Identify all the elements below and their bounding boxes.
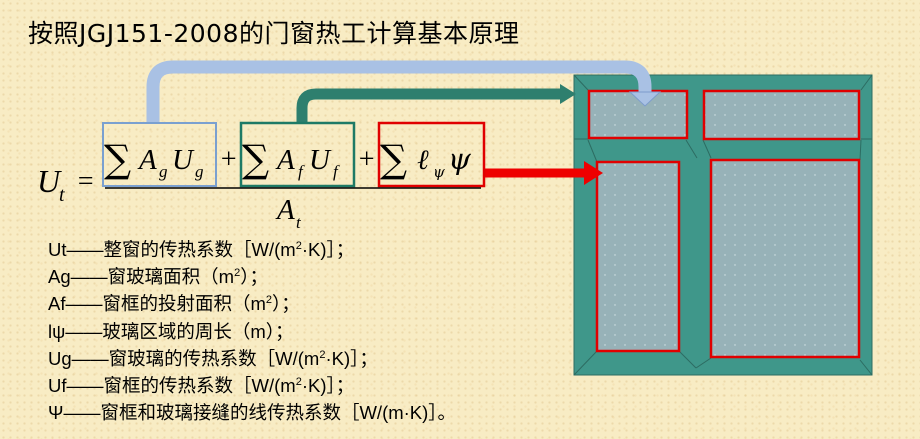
var-Af-sub: f [298,162,305,181]
var-l: ℓ [417,143,429,176]
formula: U t = ∑ A g U g + ∑ A f U f + ∑ ℓ ψ ψ A … [37,137,471,232]
joint-term-box [377,121,486,188]
definition-ut: Ut——整窗的传热系数［W/(m2·K)］； [48,239,355,260]
glass-term-box [102,122,217,187]
denominator-sub: t [296,213,302,232]
arrow-joint-head [584,161,603,185]
arrow-frame-to-window [296,88,560,122]
var-Uf: U [309,144,332,176]
formula-lhs-sub: t [59,184,65,206]
frame-term-box [239,121,356,188]
glass-outline-top-left [587,89,689,140]
formula-equals: = [76,166,95,197]
var-Uf-sub: f [333,162,340,181]
definition-uf: Uf——窗框的传热系数［W/(m2·K)］； [48,374,355,396]
var-Ug: U [172,144,195,176]
plus-1: + [219,144,238,175]
var-Ag: A [137,144,157,176]
var-Ug-sub: g [195,162,204,181]
definition-af: Af——窗框的投射面积（m2）； [48,293,300,315]
glass-outline-bottom-left [595,160,681,353]
definitions-list: Ut——整窗的传热系数［W/(m2·K)］； Ag——窗玻璃面积（m2）； Af… [48,233,456,423]
formula-lhs: U [37,163,62,199]
definition-psi: Ψ——窗框和玻璃接缝的线传热系数［W/(m·K)］。 [48,402,457,424]
var-l-sub: ψ [433,163,445,181]
definition-ag: Ag——窗玻璃面积（m2）； [48,266,268,288]
var-psi: ψ [448,142,471,176]
glass-outline-bottom-right [709,158,861,359]
plus-2: + [357,144,376,175]
sum-frame: ∑ [242,137,269,181]
page-title: 按照JGJ151-2008的门窗热工计算基本原理 [28,19,520,48]
denominator: A [275,194,295,226]
arrow-glass-head [628,91,662,107]
arrow-frame-head [560,84,576,104]
sum-joint: ∑ [380,137,407,181]
definition-lpsi: lψ——玻璃区域的周长（m）； [48,320,294,342]
sum-glass: ∑ [104,137,131,181]
var-Ag-sub: g [159,162,168,181]
glass-outline-top-right [702,89,861,141]
window-illustration [573,74,873,376]
var-Af: A [275,144,295,176]
arrow-glass-to-pane [146,60,652,122]
definition-ug: Ug——窗玻璃的传热系数［W/(m2·K)］； [48,347,378,369]
